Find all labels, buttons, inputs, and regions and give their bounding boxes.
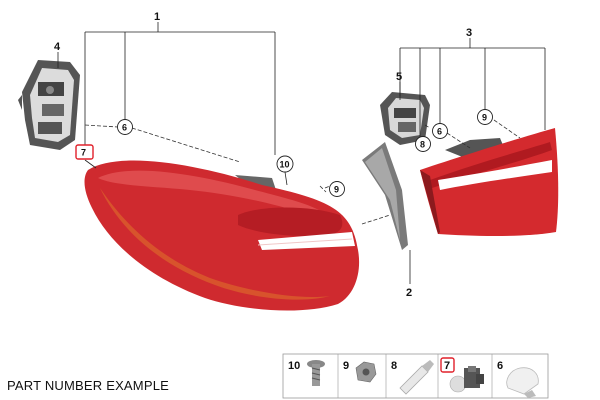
callout-2: 2 [406,287,412,299]
callout-5: 5 [396,71,402,83]
callout-1: 1 [154,11,160,23]
bulb-round-icon [506,367,539,395]
svg-text:2: 2 [406,287,412,299]
tail-light-left [84,160,360,311]
svg-text:7: 7 [444,360,450,372]
svg-text:9: 9 [343,360,349,372]
svg-text:4: 4 [54,41,61,53]
legend-tile-9: 9 [343,360,377,383]
callout-6-left: 6 [117,119,133,135]
svg-text:9: 9 [334,185,339,195]
svg-text:5: 5 [396,71,402,83]
callout-8: 8 [415,136,431,152]
bulb-socket-icon [449,375,467,393]
bulb-holder-4 [18,60,80,150]
svg-text:3: 3 [466,27,472,39]
caption-part-number-example: PART NUMBER EXAMPLE [7,378,170,393]
legend-tile-6: 6 [497,360,539,398]
callout-4: 4 [54,41,61,53]
svg-text:6: 6 [437,127,442,137]
callout-6-right: 6 [432,123,448,139]
callout-10: 10 [276,155,294,173]
leader-lines [57,22,546,284]
gasket-2 [362,142,408,250]
bulb-holder-5 [380,92,430,145]
callout-3: 3 [466,27,472,39]
svg-text:8: 8 [420,140,425,150]
svg-text:8: 8 [391,360,397,372]
svg-text:1: 1 [154,11,160,23]
svg-text:6: 6 [122,123,127,133]
svg-text:9: 9 [482,113,487,123]
svg-text:6: 6 [497,360,503,372]
callout-7-highlighted: 7 [75,144,94,160]
parts-legend: 10 9 8 7 6 [282,353,549,399]
callout-9-left: 9 [329,181,345,197]
svg-text:10: 10 [280,160,290,170]
legend-tile-8: 8 [391,360,434,395]
tail-light-right [420,128,559,236]
callout-9-right: 9 [477,109,493,125]
legend-tile-7-highlighted: 7 [440,357,484,393]
svg-text:7: 7 [81,148,86,158]
svg-text:10: 10 [288,360,300,372]
legend-tile-10: 10 [288,360,325,386]
